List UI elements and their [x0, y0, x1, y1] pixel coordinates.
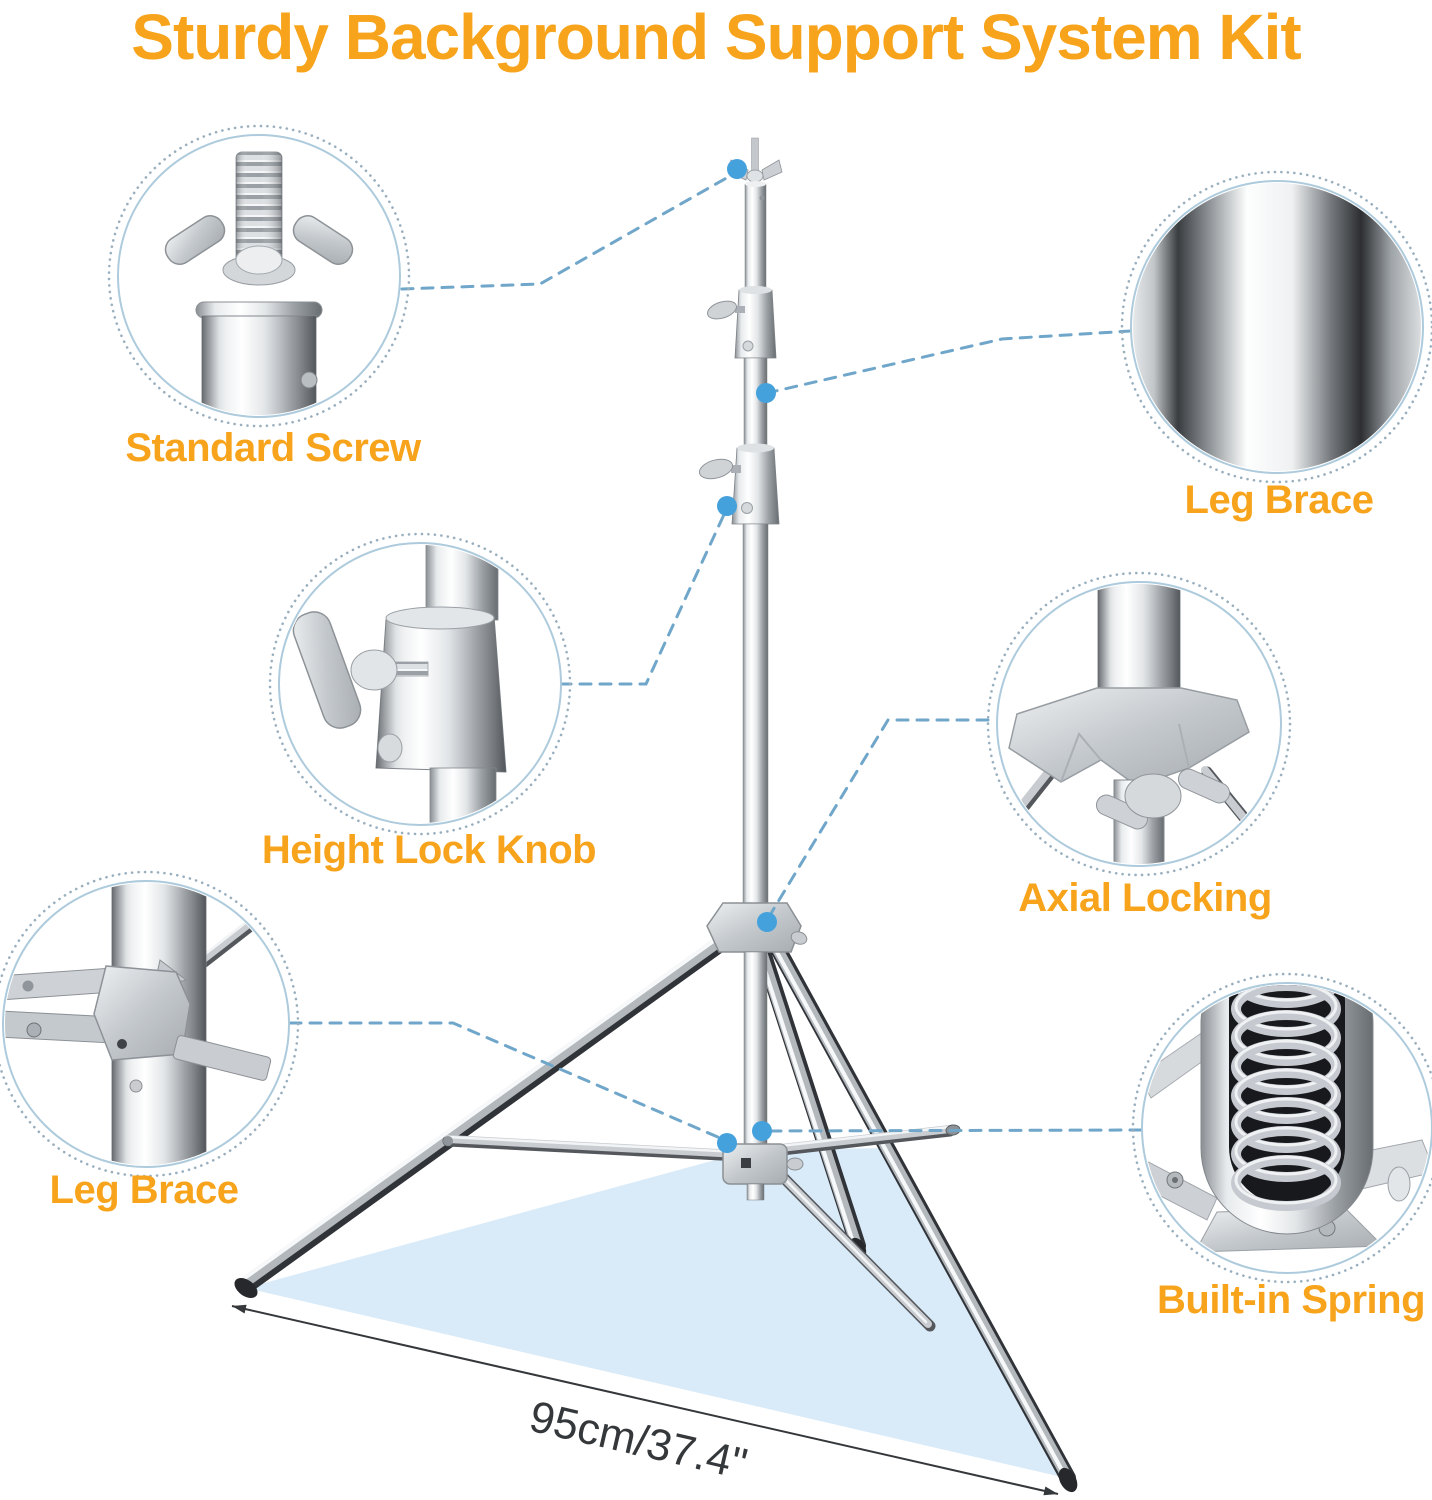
label-leg-brace-right: Leg Brace — [1184, 478, 1374, 522]
tripod-leg-rear — [749, 926, 867, 1259]
callout-height-lock-knob — [268, 532, 572, 836]
label-standard-screw: Standard Screw — [125, 426, 421, 470]
label-built-in-spring: Built-in Spring — [1156, 1278, 1426, 1322]
callout-axial-locking — [986, 571, 1292, 877]
spring-coils — [1231, 985, 1341, 1211]
callout-built-in-spring — [1131, 972, 1432, 1284]
label-leg-brace-left: Leg Brace — [49, 1168, 239, 1212]
tripod-leg-right — [764, 930, 1078, 1493]
leader-lines — [288, 159, 1143, 1153]
label-axial-locking: Axial Locking — [1018, 876, 1272, 920]
page-title: Sturdy Background Support System Kit — [131, 1, 1301, 73]
tripod-leg-left — [234, 924, 745, 1299]
callout-leg-brace-right — [1120, 170, 1432, 484]
center-column — [698, 137, 808, 1201]
callout-leg-brace-left — [0, 870, 300, 1178]
label-height-lock-knob: Height Lock Knob — [261, 828, 597, 872]
dimension-arrow — [231, 1304, 1059, 1496]
leg-brace-struts — [442, 1124, 961, 1332]
callout-standard-screw — [107, 124, 411, 428]
